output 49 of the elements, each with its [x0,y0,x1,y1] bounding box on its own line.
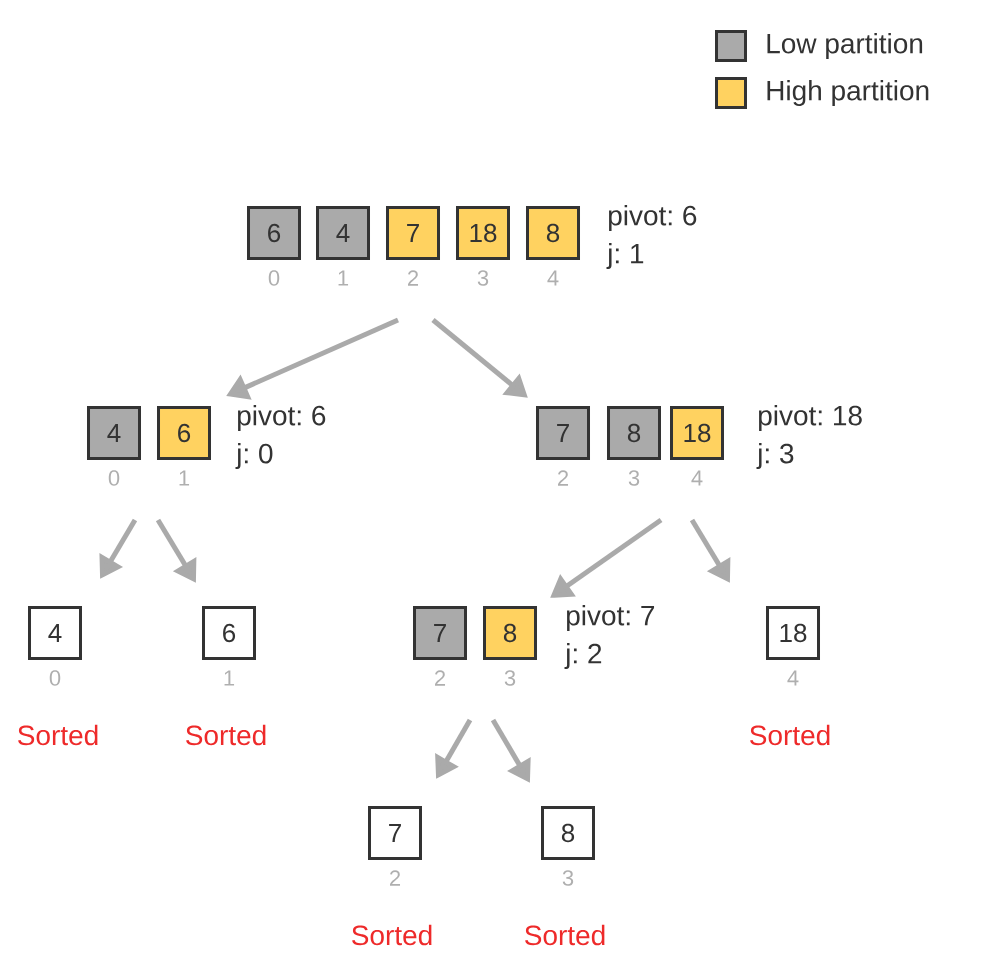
array-cell: 4 [28,606,82,660]
index-label: 1 [338,270,349,286]
pivot-label: j: 0 [235,442,273,470]
array-cell: 4 [316,206,370,260]
array-cell: 8 [526,206,580,260]
pivot-label: pivot: 18 [759,404,862,432]
status-label: Sorted [18,724,98,746]
index-label: 2 [435,670,445,686]
index-label: 3 [562,870,574,886]
array-cell: 7 [536,406,590,460]
index-label: 3 [628,470,640,486]
array-cell: 18 [766,606,820,660]
array-cell: 8 [607,406,661,460]
array-cell: 7 [413,606,467,660]
status-label: Sorted [352,924,432,946]
status-label: Sorted [525,924,605,946]
index-label: 3 [504,670,516,686]
index-label: 4 [547,270,559,286]
pivot-label: j: 2 [564,642,602,670]
index-label: 2 [408,270,418,286]
array-cell: 6 [247,206,301,260]
pivot-label: pivot: 6 [609,204,697,232]
status-label: Sorted [750,724,830,746]
pivot-label: pivot: 6 [238,404,326,432]
status-label: Sorted [186,724,266,746]
index-label: 3 [477,270,489,286]
index-label: 1 [224,670,235,686]
index-label: 0 [108,470,120,486]
array-cell: 18 [456,206,510,260]
pivot-label: j: 3 [756,442,794,470]
index-label: 2 [558,470,568,486]
legend-label: Low partition [767,32,923,60]
array-cell: 18 [670,406,724,460]
pivot-label: pivot: 7 [567,604,655,632]
index-label: 1 [179,470,190,486]
array-cell: 7 [368,806,422,860]
array-cell: 4 [87,406,141,460]
array-cell: 8 [483,606,537,660]
index-label: 0 [49,670,61,686]
index-label: 2 [390,870,400,886]
index-label: 0 [268,270,280,286]
array-cell: 7 [386,206,440,260]
index-label: 4 [787,670,799,686]
array-cell: 6 [157,406,211,460]
pivot-label: j: 1 [606,242,644,270]
legend-label: High partition [767,79,929,107]
index-label: 4 [691,470,703,486]
array-cell: 6 [202,606,256,660]
array-cell: 8 [541,806,595,860]
